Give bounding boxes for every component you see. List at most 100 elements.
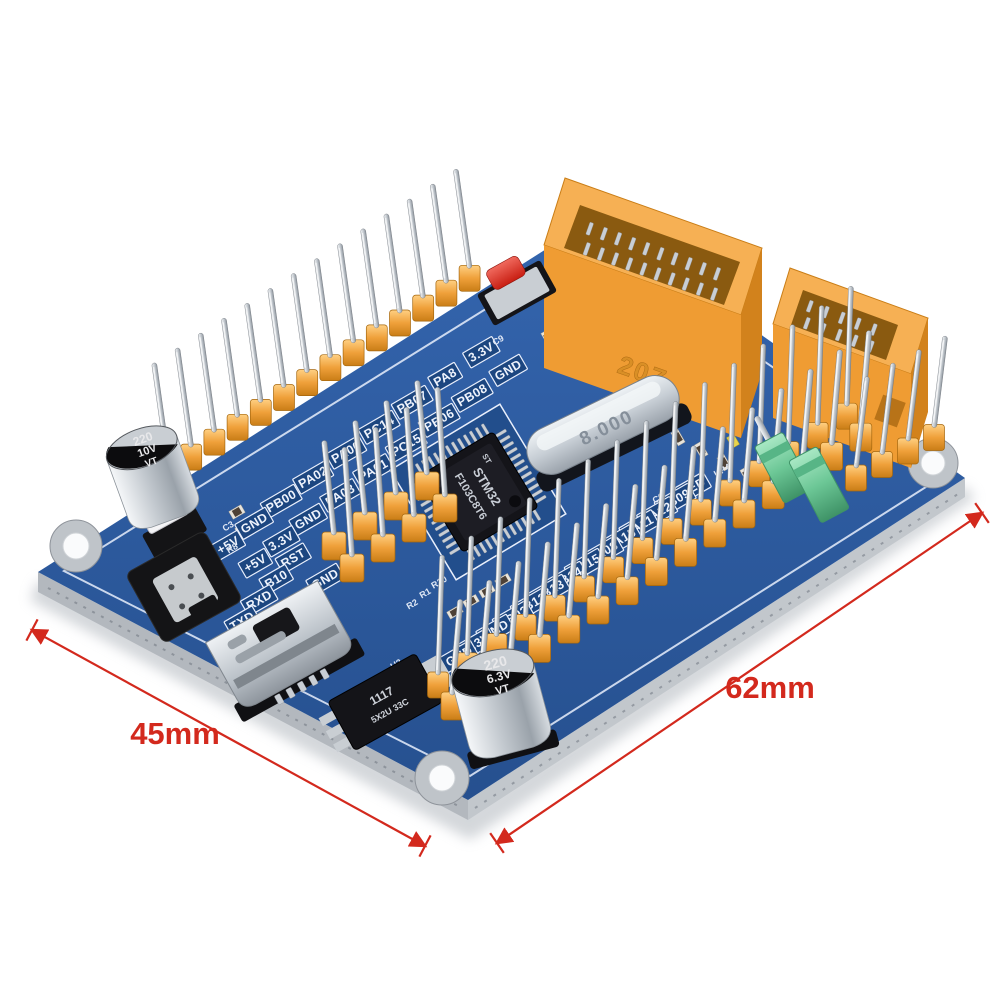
pin xyxy=(642,242,651,256)
pin xyxy=(850,334,859,347)
header-pin xyxy=(756,343,767,465)
pin xyxy=(585,222,594,236)
header-pin xyxy=(430,183,449,284)
header-pin xyxy=(244,303,264,403)
header-pin xyxy=(905,349,922,442)
header-pin-base xyxy=(226,413,249,441)
pin xyxy=(597,247,605,261)
header-pin xyxy=(360,228,380,329)
pin xyxy=(667,272,676,286)
header-pin xyxy=(931,335,948,428)
pin xyxy=(684,257,693,271)
capacitor-220uF-10V: 220 10V VT xyxy=(105,425,200,529)
header-pin xyxy=(727,362,737,484)
cap-brand: VT xyxy=(144,456,160,471)
pin xyxy=(670,252,679,266)
header-pin-base xyxy=(645,557,668,586)
header-pin-base xyxy=(845,464,867,492)
header-pin xyxy=(435,554,445,676)
header-pin xyxy=(698,382,708,503)
header-pin-base xyxy=(871,451,893,478)
silkscreen-box xyxy=(237,547,273,579)
header-pin xyxy=(372,427,386,538)
pin xyxy=(806,300,814,313)
header-pin xyxy=(712,426,726,523)
silkscreen-box xyxy=(262,525,301,558)
header-pin-base xyxy=(615,576,639,606)
pin xyxy=(614,232,622,246)
jtag-pins xyxy=(582,242,718,301)
silkscreen-box xyxy=(462,336,501,369)
pin xyxy=(834,328,843,342)
mounting-hole xyxy=(49,519,103,573)
right-corner-header xyxy=(845,335,948,492)
crystal-oscillator: 8.000 xyxy=(526,375,692,492)
pin xyxy=(803,317,811,330)
header-pin xyxy=(453,169,472,269)
dimension-label-45mm: 45mm xyxy=(130,716,220,751)
left-pin-header xyxy=(151,169,481,486)
header-pin xyxy=(814,305,825,426)
header-pin-base xyxy=(458,264,481,292)
header-pin-base xyxy=(435,279,458,307)
header-pin xyxy=(879,362,896,455)
header-pin-base xyxy=(897,437,919,465)
ref-designator: C9 xyxy=(491,333,506,347)
smd-component xyxy=(228,504,246,520)
header-pin-base xyxy=(203,428,226,456)
cap-value: 220 xyxy=(131,429,155,449)
header-pin xyxy=(174,347,194,448)
pin xyxy=(853,317,862,330)
pin xyxy=(625,257,634,271)
silkscreen-box xyxy=(390,384,434,420)
header-pin xyxy=(414,380,430,476)
header-pin xyxy=(341,447,355,558)
header-pin xyxy=(383,213,403,314)
silkscreen-box xyxy=(427,361,464,393)
middle-header-row2 xyxy=(339,387,458,583)
header-pin-base xyxy=(339,553,365,583)
pin xyxy=(653,267,662,281)
ref-designator: R2 xyxy=(405,597,420,611)
mounting-hole xyxy=(414,750,470,806)
mounting-hole xyxy=(907,437,959,489)
header-pin xyxy=(290,273,310,373)
ref-designator: R1 xyxy=(418,586,433,600)
header-pin-base xyxy=(296,369,319,396)
middle-header-row1 xyxy=(321,380,440,561)
header-pin xyxy=(741,407,756,504)
silkscreen-box xyxy=(488,353,528,387)
pin xyxy=(710,287,718,301)
header-pin-base xyxy=(432,493,458,523)
pin xyxy=(695,282,704,296)
header-pin xyxy=(406,198,426,299)
pin xyxy=(639,262,648,276)
header-pin-base xyxy=(365,324,388,352)
header-pin xyxy=(267,288,287,388)
header-pin-base xyxy=(703,518,727,548)
header-pin-base xyxy=(342,339,365,367)
header-pin-base xyxy=(586,595,610,625)
header-pin-base xyxy=(923,424,945,451)
silkscreen-box xyxy=(450,377,494,413)
header-pin xyxy=(434,387,448,498)
pin xyxy=(681,277,690,291)
pin xyxy=(599,227,608,241)
header-pin-base xyxy=(732,499,756,529)
header-pin-base xyxy=(412,294,435,322)
pin xyxy=(656,247,665,261)
ref-designator: R8 xyxy=(225,541,240,555)
header-pin xyxy=(321,440,337,536)
header-pin-base xyxy=(389,309,411,337)
header-pin-base xyxy=(370,533,396,563)
header-pin xyxy=(352,420,368,516)
pin xyxy=(611,252,620,266)
dimension-label-62mm: 62mm xyxy=(725,670,815,705)
header-pin xyxy=(221,318,240,418)
header-pin xyxy=(337,243,356,344)
header-pin-base xyxy=(249,399,272,426)
header-pin xyxy=(314,258,333,358)
pin xyxy=(713,267,721,281)
